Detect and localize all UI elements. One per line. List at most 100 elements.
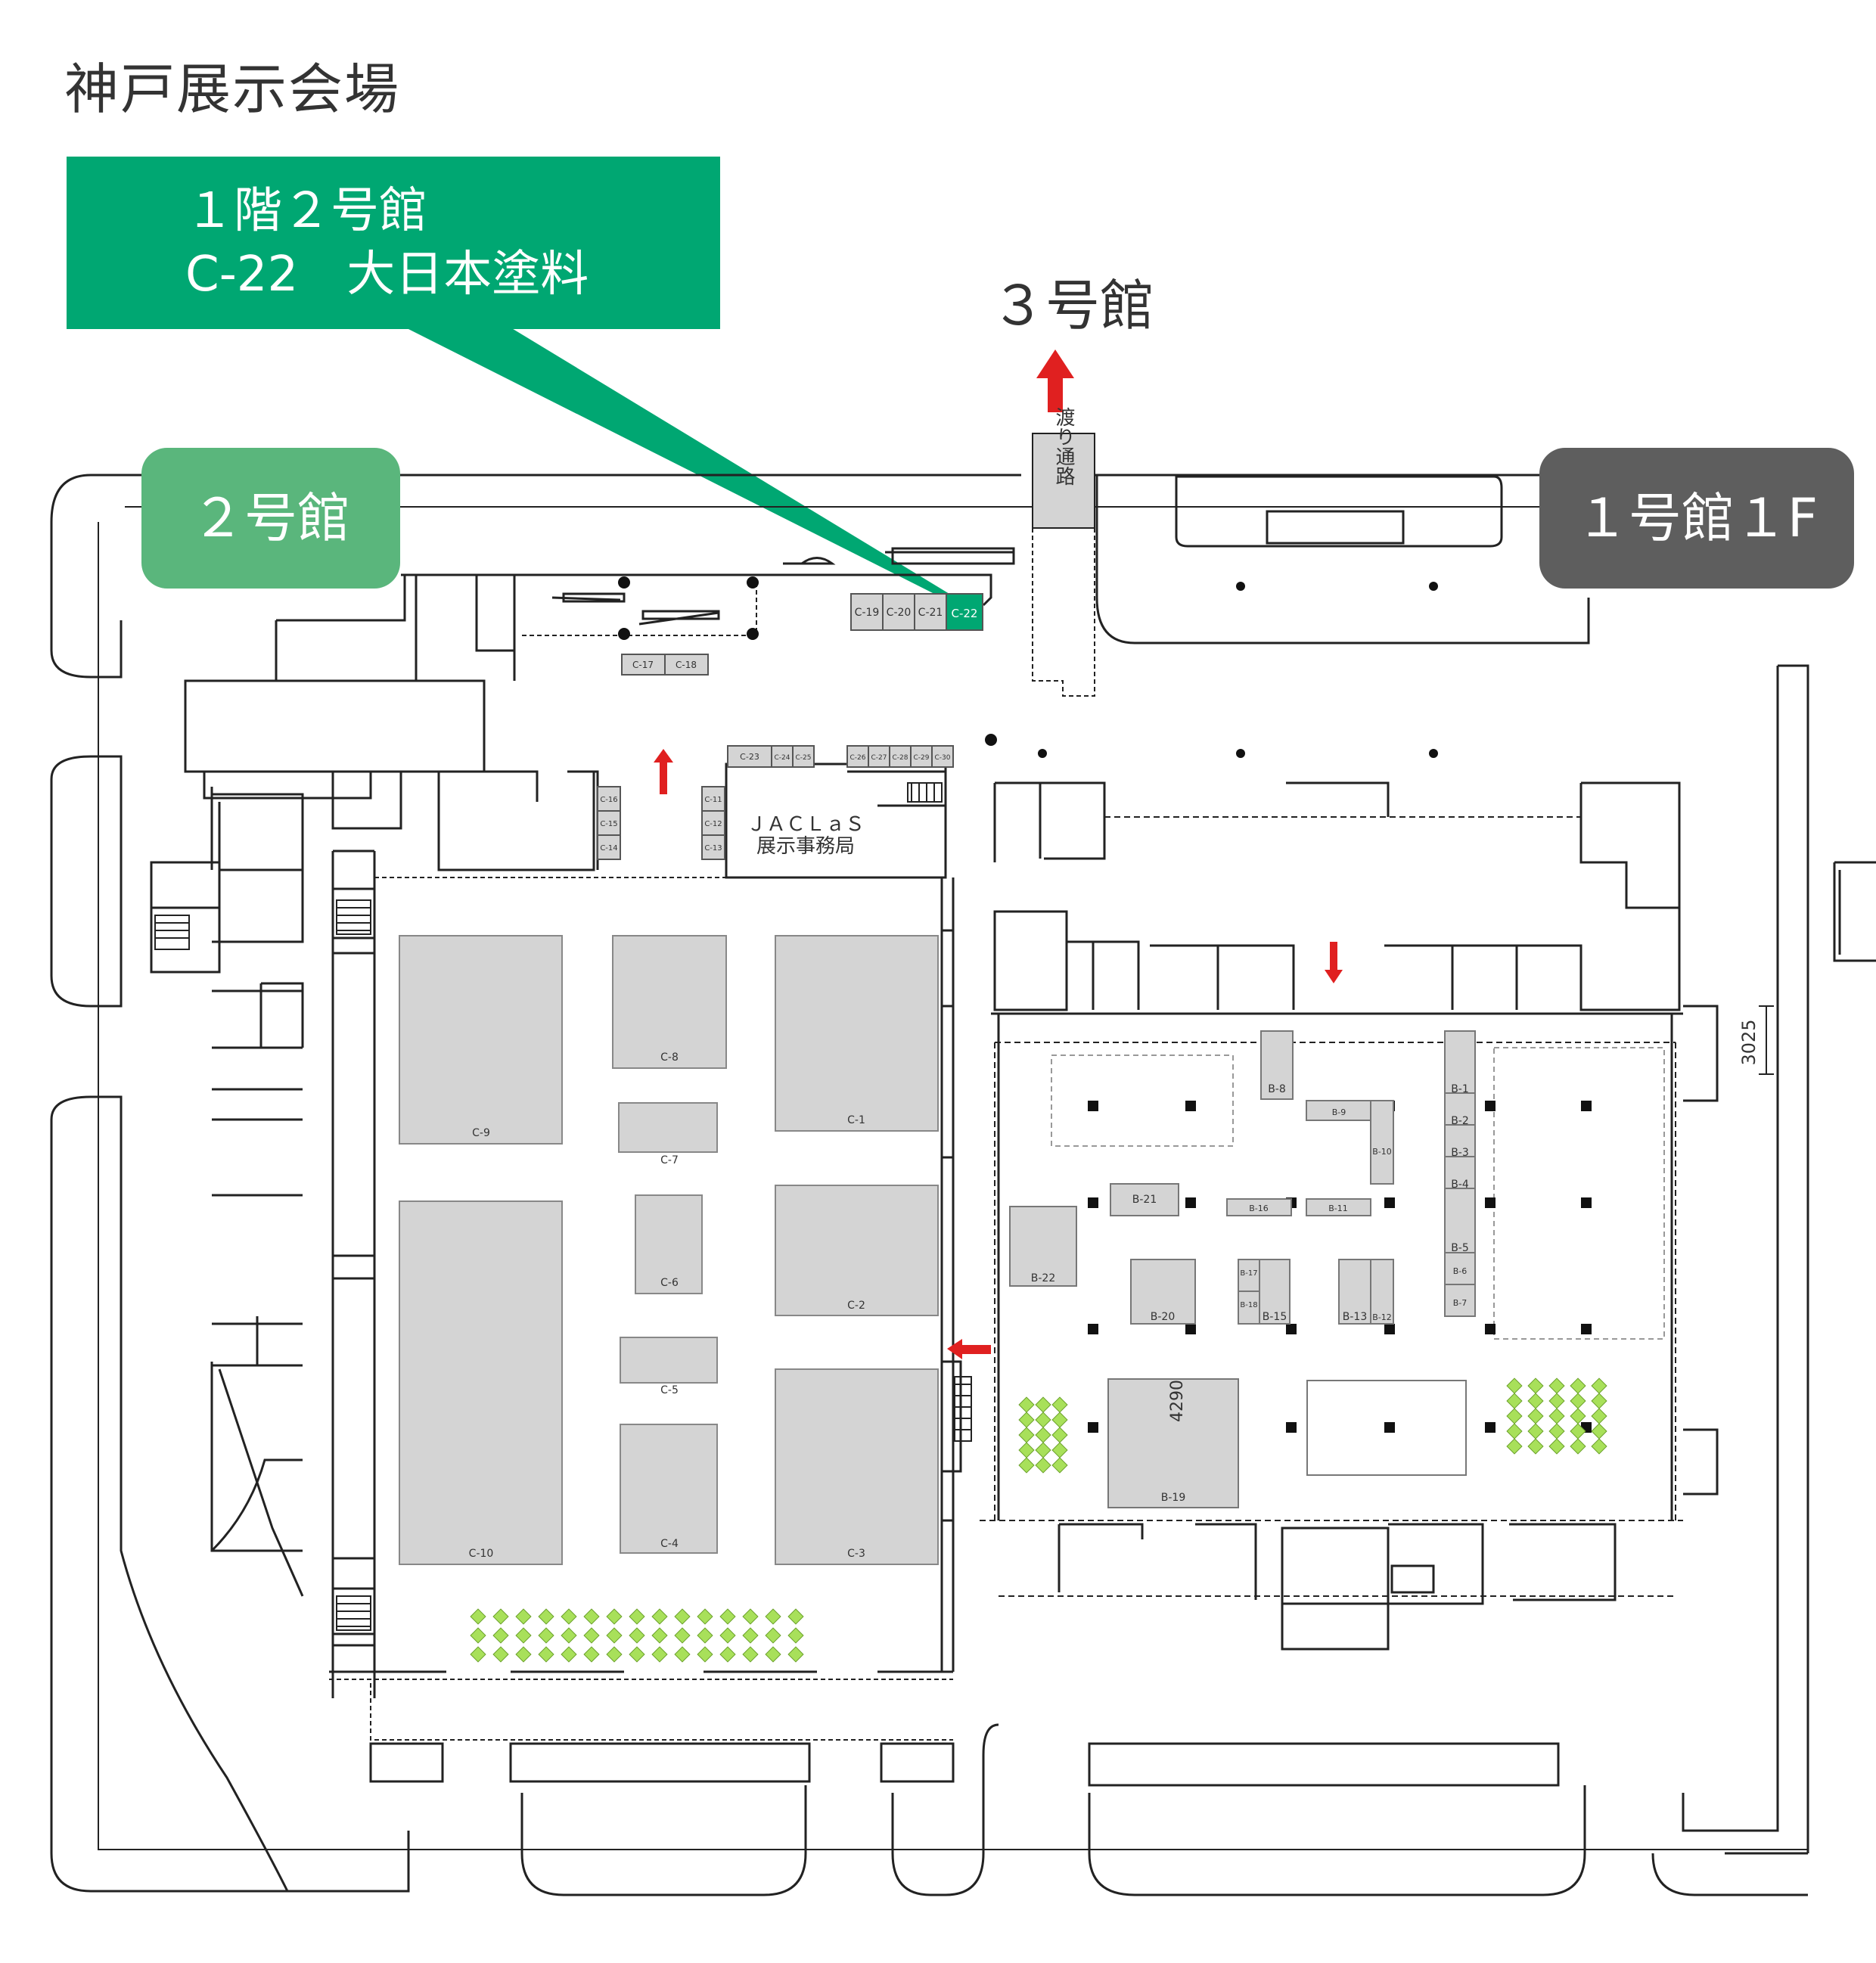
callout-pointer bbox=[401, 325, 949, 598]
seat bbox=[787, 1646, 804, 1663]
seat bbox=[606, 1608, 623, 1625]
seat bbox=[1548, 1423, 1565, 1440]
booth bbox=[620, 1337, 718, 1384]
seat bbox=[697, 1627, 713, 1644]
dimension-4290: 4290 bbox=[1168, 1380, 1187, 1422]
seat bbox=[1548, 1408, 1565, 1424]
seat bbox=[787, 1608, 804, 1625]
booth-label: B-4 bbox=[1451, 1179, 1469, 1191]
booth-label: B-13 bbox=[1343, 1311, 1367, 1323]
hall1-booth-labels: B-1 B-2 B-3 B-4 B-5 B-6 B-7 B-8 B-9 B-10… bbox=[1031, 1083, 1469, 1504]
hall3-label: ３号館 bbox=[991, 274, 1155, 337]
booth-label: B-6 bbox=[1453, 1266, 1468, 1276]
office-label-line1: ＪＡＣＬａＳ bbox=[747, 813, 865, 836]
booth bbox=[621, 654, 666, 676]
booth-label: B-1 bbox=[1451, 1083, 1469, 1095]
seat bbox=[492, 1627, 509, 1644]
seat bbox=[1548, 1378, 1565, 1394]
booth-label: C-17 bbox=[632, 660, 654, 670]
seat bbox=[492, 1646, 509, 1663]
seat bbox=[1527, 1408, 1544, 1424]
booth-label: C-23 bbox=[740, 752, 759, 762]
seat bbox=[765, 1646, 781, 1663]
booth bbox=[1110, 1183, 1179, 1216]
seat bbox=[1506, 1438, 1523, 1455]
seat bbox=[1018, 1442, 1035, 1458]
seat bbox=[606, 1627, 623, 1644]
booth-label: B-12 bbox=[1372, 1312, 1392, 1322]
booth bbox=[1130, 1259, 1196, 1325]
seat bbox=[742, 1627, 759, 1644]
booth bbox=[701, 810, 725, 836]
booth bbox=[775, 1368, 939, 1565]
seat bbox=[765, 1627, 781, 1644]
booth-label: C-24 bbox=[775, 754, 790, 762]
hall1-walls bbox=[980, 781, 1719, 1787]
booth-label: B-2 bbox=[1451, 1115, 1469, 1127]
booth-label: B-15 bbox=[1263, 1311, 1287, 1323]
seat bbox=[561, 1608, 577, 1625]
booth bbox=[597, 810, 621, 836]
seat bbox=[1527, 1438, 1544, 1455]
seat bbox=[1527, 1378, 1544, 1394]
booth-label: C-14 bbox=[600, 844, 617, 853]
booth bbox=[1444, 1252, 1476, 1285]
seat bbox=[1548, 1438, 1565, 1455]
booth bbox=[664, 654, 709, 676]
booth bbox=[399, 1200, 563, 1565]
booth bbox=[701, 834, 725, 860]
booth bbox=[1226, 1198, 1292, 1216]
seat bbox=[1506, 1423, 1523, 1440]
arrow-up-icon bbox=[654, 749, 673, 794]
seat bbox=[538, 1608, 554, 1625]
hall2-badge: ２号館 bbox=[141, 448, 400, 589]
seat bbox=[629, 1627, 645, 1644]
booth-label: C-20 bbox=[887, 607, 912, 619]
seat bbox=[629, 1608, 645, 1625]
hall2-booths bbox=[399, 935, 939, 1565]
seat bbox=[1570, 1408, 1586, 1424]
arrow-up-icon bbox=[1036, 349, 1074, 412]
arrow-left-icon bbox=[947, 1339, 991, 1359]
booth-label: B-16 bbox=[1249, 1204, 1269, 1213]
booth-label: C-27 bbox=[871, 754, 887, 762]
seat bbox=[1570, 1423, 1586, 1440]
booth-label: C-16 bbox=[600, 796, 617, 804]
seat bbox=[1018, 1427, 1035, 1443]
seat bbox=[606, 1646, 623, 1663]
hall2-walls bbox=[150, 547, 1015, 1783]
seat bbox=[719, 1646, 736, 1663]
booth bbox=[635, 1194, 703, 1294]
hall2-columns bbox=[618, 576, 1438, 758]
booth bbox=[1370, 1259, 1394, 1325]
booth-label: B-5 bbox=[1451, 1242, 1469, 1254]
seat bbox=[1035, 1427, 1051, 1443]
seat bbox=[719, 1608, 736, 1625]
booth-label: B-20 bbox=[1151, 1311, 1175, 1323]
seat bbox=[1591, 1438, 1607, 1455]
seat bbox=[765, 1608, 781, 1625]
booth bbox=[889, 745, 912, 768]
seat bbox=[1591, 1378, 1607, 1394]
booth bbox=[1107, 1378, 1239, 1508]
booth bbox=[775, 1185, 939, 1316]
seat bbox=[1591, 1423, 1607, 1440]
seat bbox=[561, 1627, 577, 1644]
seat bbox=[674, 1627, 691, 1644]
hall1-dashed-areas bbox=[1051, 1047, 1665, 1340]
seat bbox=[742, 1646, 759, 1663]
seat bbox=[1506, 1378, 1523, 1394]
seat bbox=[583, 1608, 600, 1625]
seat bbox=[1051, 1412, 1068, 1428]
booth-label: C-8 bbox=[660, 1051, 679, 1064]
booth-label: B-8 bbox=[1268, 1083, 1286, 1095]
booth bbox=[882, 593, 915, 631]
seat bbox=[719, 1627, 736, 1644]
seating-area bbox=[470, 1378, 1607, 1663]
seat bbox=[583, 1646, 600, 1663]
seat bbox=[1570, 1378, 1586, 1394]
hall2-booth-labels: C-9 C-10 C-8 C-7 C-6 C-5 C-4 C-1 C-2 C-3 bbox=[469, 1051, 865, 1560]
booth-label: B-18 bbox=[1240, 1301, 1257, 1309]
booth bbox=[597, 834, 621, 860]
seat bbox=[538, 1627, 554, 1644]
